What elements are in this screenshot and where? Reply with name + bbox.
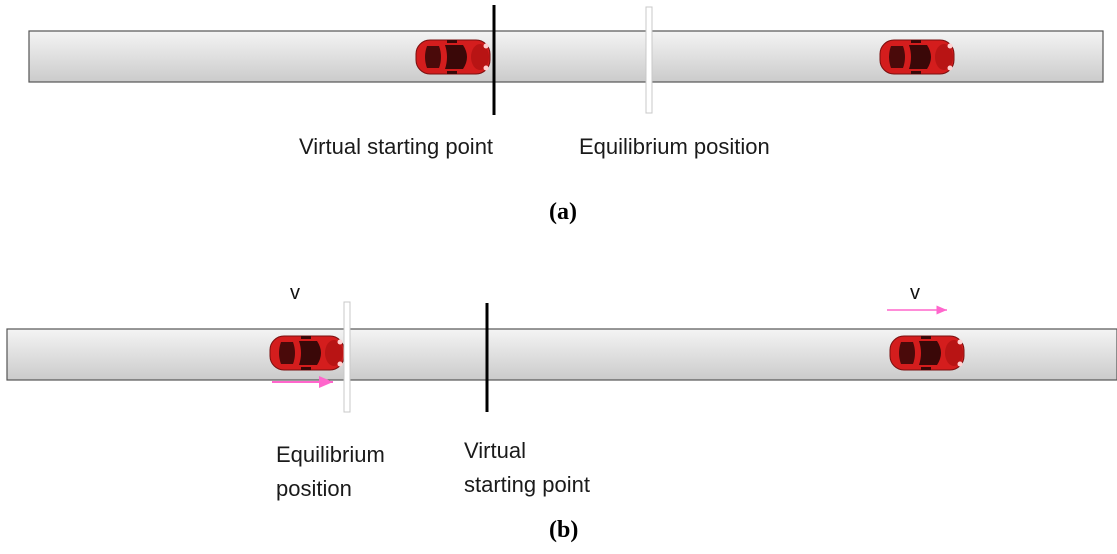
car-a-right (879, 39, 955, 75)
car-a-left (415, 39, 491, 75)
car-b-right (889, 335, 965, 371)
equilibrium-position-label-b-line1: Equilibrium (276, 442, 385, 467)
velocity-label-right: v (910, 282, 920, 304)
equilibrium-line-a (645, 6, 653, 114)
virtual-starting-point-label-b-line1: Virtual (464, 438, 526, 463)
equilibrium-position-label-a: Equilibrium position (579, 134, 770, 159)
equilibrium-position-label-b-line2: position (276, 476, 352, 501)
virtual-starting-point-label-a: Virtual starting point (299, 134, 494, 159)
virtual-starting-point-label-b-line2: starting point (464, 472, 590, 497)
caption-a: (a) (549, 199, 577, 225)
car-b-left (269, 335, 345, 371)
velocity-label-left: v (290, 282, 300, 304)
equilibrium-line-b (343, 301, 351, 413)
caption-b: (b) (549, 517, 579, 543)
